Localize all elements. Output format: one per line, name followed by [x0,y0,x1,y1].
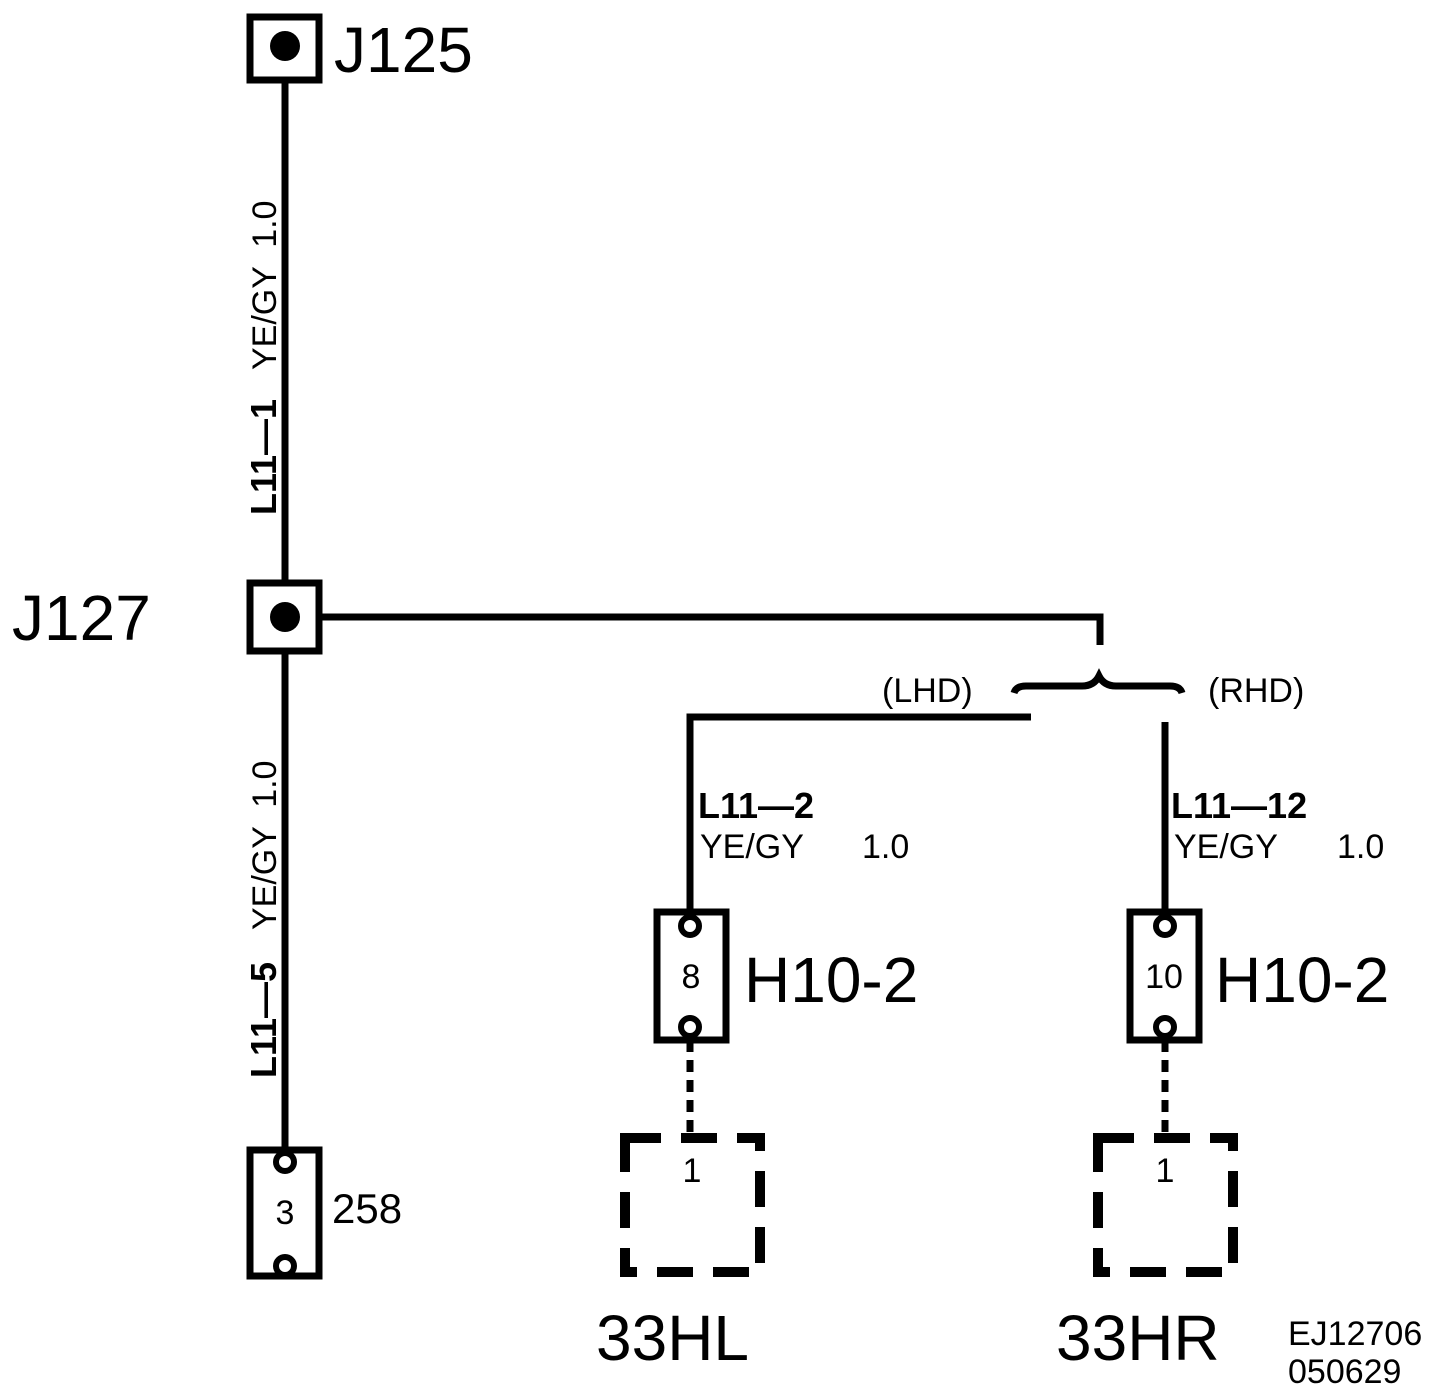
wire-id-l11-1: L11—1 [243,399,284,515]
wire-id-l11-2: L11—2 [698,785,814,826]
wire-color-l11-2: YE/GY [700,828,804,866]
component-33hl-label: 33HL [596,1302,749,1374]
component-33hr [1093,1133,1238,1277]
wire-size-l11-12: 1.0 [1337,828,1384,866]
connector-h10-2-right-label: H10-2 [1215,944,1389,1016]
connector-h10-2-right [1126,908,1203,1044]
connector-h10-2-left-label: H10-2 [744,944,918,1016]
wire-branch [319,613,1104,645]
component-33hr-pin: 1 [1156,1152,1175,1190]
wire-color-l11-12: YE/GY [1174,828,1278,866]
wire-id-l11-12: L11—12 [1171,785,1307,826]
drawing-ref-line1: EJ12706 [1288,1315,1422,1353]
wire-spec-text-l11-5: YE/GY 1.0 [246,761,284,930]
option-lhd-label: (LHD) [882,672,973,710]
connector-j125-label: J125 [334,14,473,86]
wire-label-l11-5: L11—5 [243,962,284,1078]
component-33hl [620,1133,765,1277]
connector-258-pin: 3 [276,1194,295,1232]
connector-h10-2-left-pin: 8 [682,958,701,996]
component-33hl-pin: 1 [683,1152,702,1190]
connector-h10-2-right-pin: 10 [1145,958,1183,996]
splice-j127-label: J127 [12,582,151,654]
wire-spec-text-l11-1: YE/GY 1.0 [246,201,284,370]
wire-spec-l11-5: YE/GY 1.0 [246,761,284,930]
wire-spec-l11-1: YE/GY 1.0 [246,201,284,370]
option-rhd-label: (RHD) [1208,672,1304,710]
wire-id-l11-5: L11—5 [243,962,284,1078]
drawing-ref-line2: 050629 [1288,1353,1401,1391]
connector-j125 [246,13,323,84]
option-brace [1010,668,1186,695]
connector-258-label: 258 [332,1185,402,1232]
connector-258 [246,1146,323,1280]
component-33hr-label: 33HR [1056,1302,1220,1374]
wire-l11-2 [686,713,1031,922]
connector-h10-2-left [653,908,730,1044]
splice-j127 [246,579,323,655]
wire-label-l11-1: L11—1 [243,399,284,515]
wire-size-l11-2: 1.0 [862,828,909,866]
